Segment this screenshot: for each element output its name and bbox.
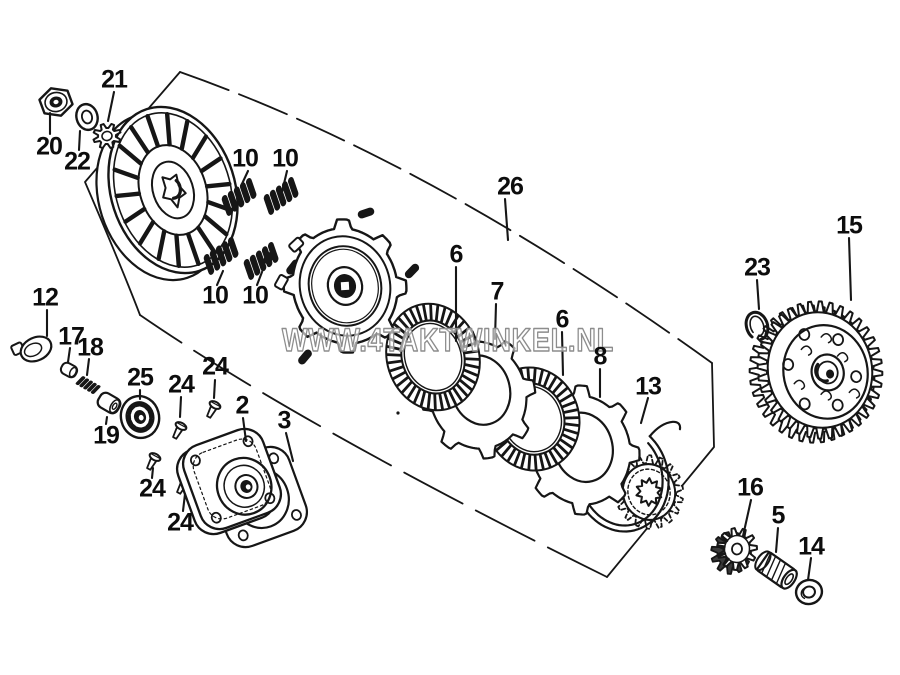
circlip [744, 310, 770, 342]
callout-18: 18 [77, 333, 104, 362]
clutch-drum [107, 105, 239, 275]
callout-2: 2 [235, 391, 250, 420]
clutch-cover-plate [181, 427, 283, 531]
callout-23: 23 [744, 253, 771, 282]
small-spring [75, 376, 101, 394]
callout-20: 20 [36, 132, 63, 161]
crankshaft-nut [38, 87, 74, 117]
callout-5: 5 [771, 501, 786, 530]
screw [146, 452, 162, 471]
callout-3: 3 [277, 406, 292, 435]
callout-24-b: 24 [202, 352, 229, 381]
roller-pin [298, 349, 312, 365]
roller-pin [263, 252, 275, 264]
clutch-center-hub-gear [614, 454, 684, 530]
spring-washer [75, 102, 99, 132]
callout-16: 16 [737, 473, 764, 502]
callout-10-a: 10 [232, 144, 259, 173]
callout-24-d: 24 [167, 508, 194, 537]
callout-8: 8 [593, 342, 608, 371]
callout-10-d: 10 [242, 281, 269, 310]
callout-24-a: 24 [168, 370, 195, 399]
thrust-washer [794, 578, 824, 606]
callout-10-b: 10 [272, 144, 299, 173]
screw [172, 421, 188, 440]
roller-pin [404, 263, 420, 279]
ball-bearing [119, 394, 161, 440]
callout-10-c: 10 [202, 281, 229, 310]
callout-24-c: 24 [139, 474, 166, 503]
callout-6-a: 6 [449, 240, 464, 269]
callout-7: 7 [490, 277, 505, 306]
clutch-spring [203, 237, 239, 275]
tab-lock-washer [92, 122, 122, 150]
roller-pin [357, 207, 375, 219]
clutch-spring [221, 178, 257, 216]
screw [206, 400, 222, 419]
callout-22: 22 [64, 147, 91, 176]
callout-pointer-lines [45, 90, 853, 582]
collar-bushing [96, 391, 122, 415]
assembly-outline-box [84, 71, 715, 578]
pressure-plate [274, 218, 408, 354]
kick-pinion-gear [716, 527, 758, 572]
callout-13: 13 [635, 372, 662, 401]
callout-14: 14 [798, 532, 825, 561]
clutch-spring [263, 177, 299, 215]
callout-21: 21 [101, 65, 128, 94]
callout-17: 17 [58, 322, 85, 351]
spacer-bushing [754, 550, 798, 590]
side-cap [10, 335, 53, 363]
callout-12: 12 [32, 283, 59, 312]
pin-bushing [59, 361, 79, 379]
watermark-text: WWW.4TAKTWINKEL.NL [282, 322, 614, 358]
callout-26: 26 [497, 172, 524, 201]
primary-drive-gear [756, 300, 884, 440]
callout-19: 19 [93, 421, 120, 450]
callout-25: 25 [127, 363, 154, 392]
callout-6-b: 6 [555, 305, 570, 334]
callout-15: 15 [836, 211, 863, 240]
